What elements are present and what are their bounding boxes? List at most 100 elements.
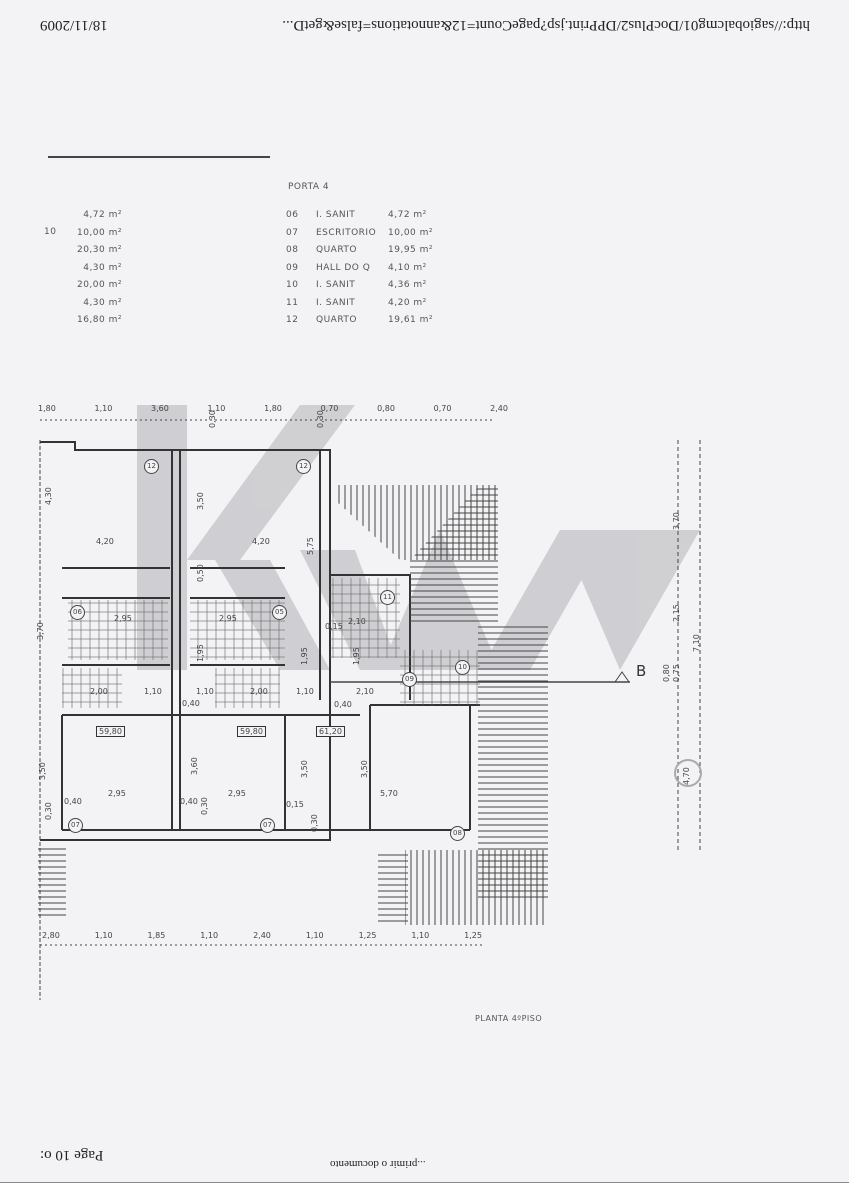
room-name: HALL DO Q xyxy=(316,262,371,273)
plan-label-z3: 0,30 xyxy=(310,814,319,832)
plan-label-room07b: 07 xyxy=(260,818,275,833)
top-dim: 0,80 xyxy=(377,404,395,413)
footer-document: ...primir o documento xyxy=(330,1158,426,1170)
room-number: 07 xyxy=(286,227,299,238)
plan-label-room10: 10 xyxy=(455,660,470,675)
room-area: 19,95 m² xyxy=(388,245,434,255)
plan-label-k2: 0,50 xyxy=(196,564,205,582)
plan-label-room08: 08 xyxy=(450,826,465,841)
plan-label-w2: 4,20 xyxy=(252,537,270,546)
plan-label-stamp: 4,70 xyxy=(682,767,691,785)
schedule-title: PORTA 4 xyxy=(288,182,330,192)
room-area: 4,36 m² xyxy=(388,280,427,290)
plan-label-q3: 3,50 xyxy=(300,760,309,778)
right-dim-5: 0,75 xyxy=(672,664,681,682)
room-number: 12 xyxy=(286,315,299,325)
plan-label-q1: 3,50 xyxy=(38,762,47,780)
room-area: 4,20 m² xyxy=(388,297,427,308)
plan-label-m1: 0,40 xyxy=(64,797,82,806)
plan-title: PLANTA 4ºPISO xyxy=(475,1014,543,1023)
plan-label-x2: 2,10 xyxy=(348,617,366,626)
plan-label-b2: 2,95 xyxy=(219,614,237,623)
plan-label-room06: 06 xyxy=(70,605,85,620)
plan-label-q2: 3,60 xyxy=(190,757,199,775)
room-area: 4,72 m² xyxy=(388,210,427,220)
left-area-value: 4,30 m² xyxy=(83,262,122,273)
room-number: 09 xyxy=(286,262,299,273)
plan-label-z1: 0,30 xyxy=(44,802,53,820)
plan-label-s1: 2,00 xyxy=(90,687,108,696)
left-area-value: 16,80 m² xyxy=(76,315,122,325)
plan-label-z2: 0,30 xyxy=(200,797,209,815)
room-number: 08 xyxy=(286,245,299,255)
section-marker: B xyxy=(636,662,647,680)
top-dim: 2,40 xyxy=(490,404,508,413)
right-dim-1: 3,70 xyxy=(672,512,681,530)
left-area-value: 4,30 m² xyxy=(83,297,122,308)
schedule-row: 09 HALL DO Q 4,10 m² xyxy=(286,260,433,278)
room-number: 06 xyxy=(286,210,299,220)
room-name: QUARTO xyxy=(316,315,358,325)
room-name: ESCRITORIO xyxy=(316,227,377,238)
plan-label-m2: 0,40 xyxy=(180,797,198,806)
top-dim: 3,60 xyxy=(151,404,169,413)
plan-label-s2: 2,00 xyxy=(250,687,268,696)
bottom-dim: 2,80 xyxy=(42,931,60,940)
plan-walls xyxy=(40,441,480,841)
right-dim-4: 0,80 xyxy=(662,664,671,682)
room-area: 19,61 m² xyxy=(388,315,434,325)
room-area: 4,10 m² xyxy=(388,262,427,273)
room-name: QUARTO xyxy=(316,245,358,255)
plan-label-room11: 11 xyxy=(380,590,395,605)
title-rule xyxy=(48,156,270,158)
plan-label-m3: 0,15 xyxy=(286,800,304,809)
schedule-left-marker: 10 xyxy=(44,227,57,237)
left-area-value: 20,00 m² xyxy=(76,280,122,290)
dimension-lines xyxy=(39,419,701,1000)
plan-label-v1: 1,95 xyxy=(196,644,205,662)
plan-label-t1: 0,30 xyxy=(208,410,217,428)
room-number: 10 xyxy=(286,280,299,290)
left-area-value: 4,72 m² xyxy=(83,210,122,220)
plan-label-r3: 5,70 xyxy=(380,789,398,798)
room-number: 11 xyxy=(286,297,299,308)
plan-label-area3: 61,20 xyxy=(316,726,345,737)
schedule-row: 12 QUARTO 19,61 m² xyxy=(286,312,433,330)
schedule-row: 08 QUARTO 19,95 m² xyxy=(286,242,433,260)
plan-label-r1: 2,95 xyxy=(108,789,126,798)
top-dim: 1,10 xyxy=(207,404,226,413)
plan-label-room12a: 12 xyxy=(144,459,159,474)
bottom-dim: 1,85 xyxy=(147,931,166,940)
top-dim: 0,70 xyxy=(320,404,339,413)
plan-label-room05: 05 xyxy=(272,605,287,620)
plan-label-p3: 0,15 xyxy=(325,622,343,631)
plan-label-b1: 2,95 xyxy=(114,614,132,623)
plan-label-w1: 4,20 xyxy=(96,537,114,546)
top-dim: 1,80 xyxy=(38,404,56,413)
plan-label-area1: 59,80 xyxy=(96,726,125,737)
stamp-icon xyxy=(674,759,702,787)
bottom-dim: 1,10 xyxy=(305,931,324,940)
left-area-value: 10,00 m² xyxy=(76,227,122,238)
plan-label-x1: 2,10 xyxy=(356,687,374,696)
bottom-dim: 1,10 xyxy=(94,931,113,940)
right-dim-2: 2,15 xyxy=(672,604,681,622)
top-dim: 0,70 xyxy=(433,404,452,413)
bottom-dim: 1,10 xyxy=(200,931,219,940)
plan-label-k3: 3,70 xyxy=(36,622,45,640)
plan-label-area2: 59,80 xyxy=(237,726,266,737)
plan-label-v2: 1,95 xyxy=(300,647,309,665)
plan-label-t2: 0,30 xyxy=(316,410,325,428)
plan-label-r2: 2,95 xyxy=(228,789,246,798)
plan-label-h2: 3,50 xyxy=(196,492,205,510)
plan-label-p1: 0,40 xyxy=(182,699,200,708)
